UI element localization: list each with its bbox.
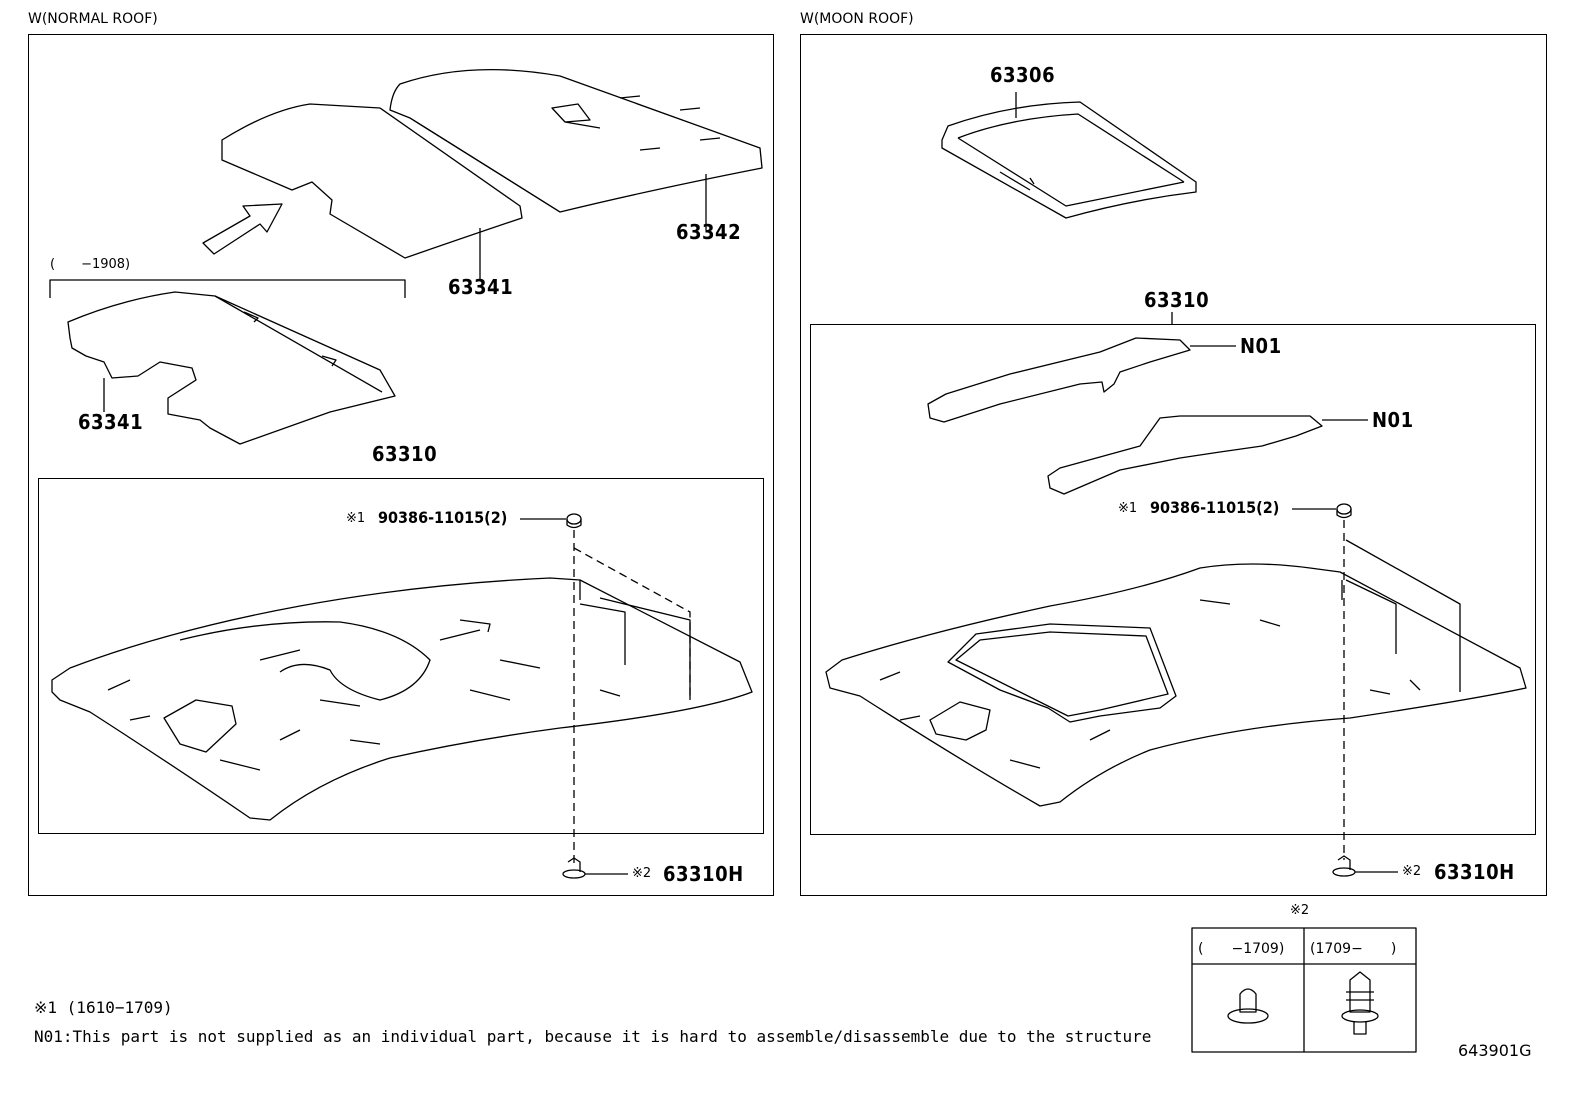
right-panel-frame	[800, 34, 1547, 896]
headliner-right-drawing	[825, 539, 1527, 807]
right-panel-title: W(MOON ROOF)	[800, 11, 914, 27]
variant-table-title: ※2	[1290, 903, 1310, 918]
part-63341-label: 63341	[448, 275, 514, 299]
variant-col-old: ( −1709)	[1198, 941, 1285, 957]
footnote-1: ※1 (1610−1709)	[34, 998, 173, 1017]
n01-b-label: N01	[1372, 408, 1414, 432]
part-63306-label: 63306	[990, 63, 1056, 87]
part-63341-old-label: 63341	[78, 410, 144, 434]
clip-new-icon	[1341, 971, 1379, 1035]
bolt-right-mark: ※1	[1118, 501, 1138, 516]
date-bracket	[49, 279, 406, 298]
bracket-n01-b-drawing	[1047, 415, 1368, 495]
hole-plug-left-label: 63310H	[663, 862, 744, 886]
diagram-id: 643901G	[1458, 1041, 1532, 1060]
hole-plug-right-drawing	[1332, 855, 1398, 877]
left-panel-title: W(NORMAL ROOF)	[28, 11, 158, 27]
hole-plug-right-label: 63310H	[1434, 860, 1515, 884]
variant-table-lines	[1191, 927, 1417, 1053]
pad-63341-drawing	[221, 103, 523, 280]
sunshade-63306-drawing	[941, 92, 1197, 219]
date-range-label: ( −1908)	[50, 257, 131, 272]
bolt-left-label: 90386-11015(2)	[378, 508, 508, 527]
right-headliner-frame	[810, 324, 1536, 835]
direction-arrow	[202, 203, 283, 255]
bracket-n01-a-drawing	[927, 337, 1236, 423]
bolt-right-label: 90386-11015(2)	[1150, 498, 1280, 517]
hole-plug-left-mark: ※2	[632, 866, 652, 881]
left-dashed-box	[573, 547, 691, 700]
pad-63341-old-drawing	[67, 291, 396, 445]
bolt-right-drawing	[1292, 503, 1352, 519]
bolt-left-mark: ※1	[346, 511, 366, 526]
n01-a-label: N01	[1240, 334, 1282, 358]
variant-col-new: (1709− )	[1310, 941, 1397, 957]
footnote-n01: N01:This part is not supplied as an indi…	[34, 1027, 1152, 1046]
hole-plug-right-mark: ※2	[1402, 864, 1422, 879]
clip-old-icon	[1227, 988, 1269, 1024]
bolt-left-drawing	[520, 513, 582, 529]
headliner-left-drawing	[51, 577, 753, 821]
pad-63342-drawing	[389, 68, 763, 230]
hole-plug-left-drawing	[562, 857, 628, 879]
part-63310-left-label: 63310	[372, 442, 438, 466]
part-63342-label: 63342	[676, 220, 742, 244]
left-headliner-frame	[38, 478, 764, 834]
left-panel-frame	[28, 34, 774, 896]
part-63310-right-label: 63310	[1144, 288, 1210, 312]
